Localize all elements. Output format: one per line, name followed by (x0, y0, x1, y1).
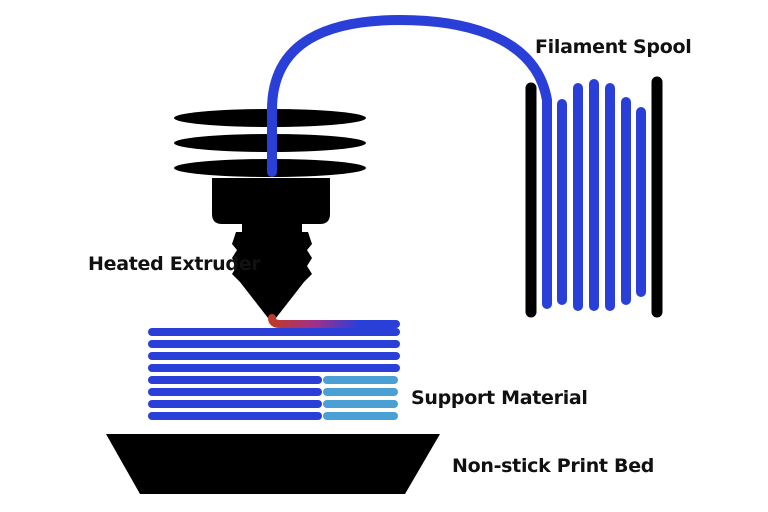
support-layers (323, 376, 398, 420)
filament-deposit (268, 314, 400, 328)
print-bed (106, 434, 440, 494)
filament-spool (525, 76, 663, 318)
printed-layers (148, 328, 400, 420)
support-material-label: Support Material (411, 387, 588, 409)
filament-spool-label: Filament Spool (535, 36, 692, 58)
heated-extruder-label: Heated Extruder (88, 253, 261, 275)
filament-upper (267, 14, 552, 309)
print-bed-label: Non-stick Print Bed (452, 455, 655, 477)
filament-path (267, 14, 552, 328)
